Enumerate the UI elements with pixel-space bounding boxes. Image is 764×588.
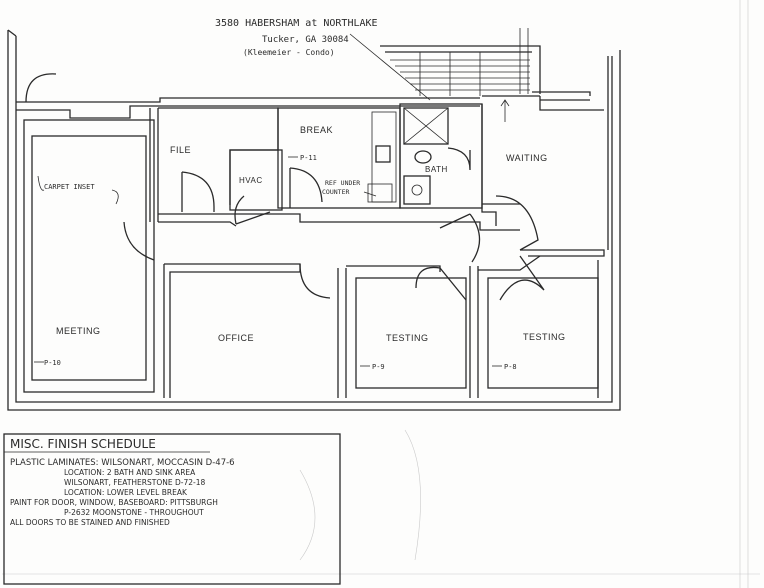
exterior-walls [7,29,621,411]
testing-room-2 [478,255,599,398]
room-label-break: BREAK [300,125,333,135]
note-p10: P-10 [44,359,61,367]
note-carpet-inset: CARPET INSET [44,183,95,191]
room-label-bath: BATH [425,165,448,174]
stairs [380,28,541,122]
schedule-line: PAINT FOR DOOR, WINDOW, BASEBOARD: PITTS… [10,498,218,507]
meeting-room [23,119,155,393]
room-label-meeting: MEETING [56,326,101,336]
address-line-3: (Kleemeier - Condo) [243,48,335,57]
schedule-line: LOCATION: LOWER LEVEL BREAK [64,488,188,497]
schedule-line: ALL DOORS TO BE STAINED AND FINISHED [10,518,170,527]
bath-room [399,103,483,209]
room-label-hvac: HVAC [239,176,263,185]
room-label-testing-1: TESTING [386,333,429,343]
schedule-title: MISC. FINISH SCHEDULE [10,437,156,451]
address-line-2: Tucker, GA 30084 [262,35,349,45]
finish-schedule: MISC. FINISH SCHEDULE PLASTIC LAMINATES:… [3,433,341,585]
room-label-file: FILE [170,145,191,155]
file-door-swing [181,171,215,212]
entry-door-swing [25,73,57,103]
office-room [163,263,347,398]
room-label-waiting: WAITING [506,153,548,163]
room-label-office: OFFICE [218,333,254,343]
note-ref-under: REF UNDER [325,179,360,187]
address-line-1: 3580 HABERSHAM at NORTHLAKE [215,18,378,29]
leader-line [349,33,431,101]
carpet-leader [37,175,119,205]
note-p8: P-8 [504,363,517,371]
schedule-line: WILSONART, FEATHERSTONE D-72-18 [64,478,205,487]
note-p11: P-11 [300,154,317,162]
note-p9: P-9 [372,363,385,371]
hvac-room [229,149,283,225]
testing-room-1 [346,265,479,398]
room-label-testing-2: TESTING [523,332,566,342]
schedule-line: P-2632 MOONSTONE - THROUGHOUT [64,508,204,517]
note-ref-counter: COUNTER [322,188,349,196]
schedule-line: LOCATION: 2 BATH AND SINK AREA [64,468,196,477]
schedule-line: PLASTIC LAMINATES: WILSONART, MOCCASIN D… [10,458,235,468]
